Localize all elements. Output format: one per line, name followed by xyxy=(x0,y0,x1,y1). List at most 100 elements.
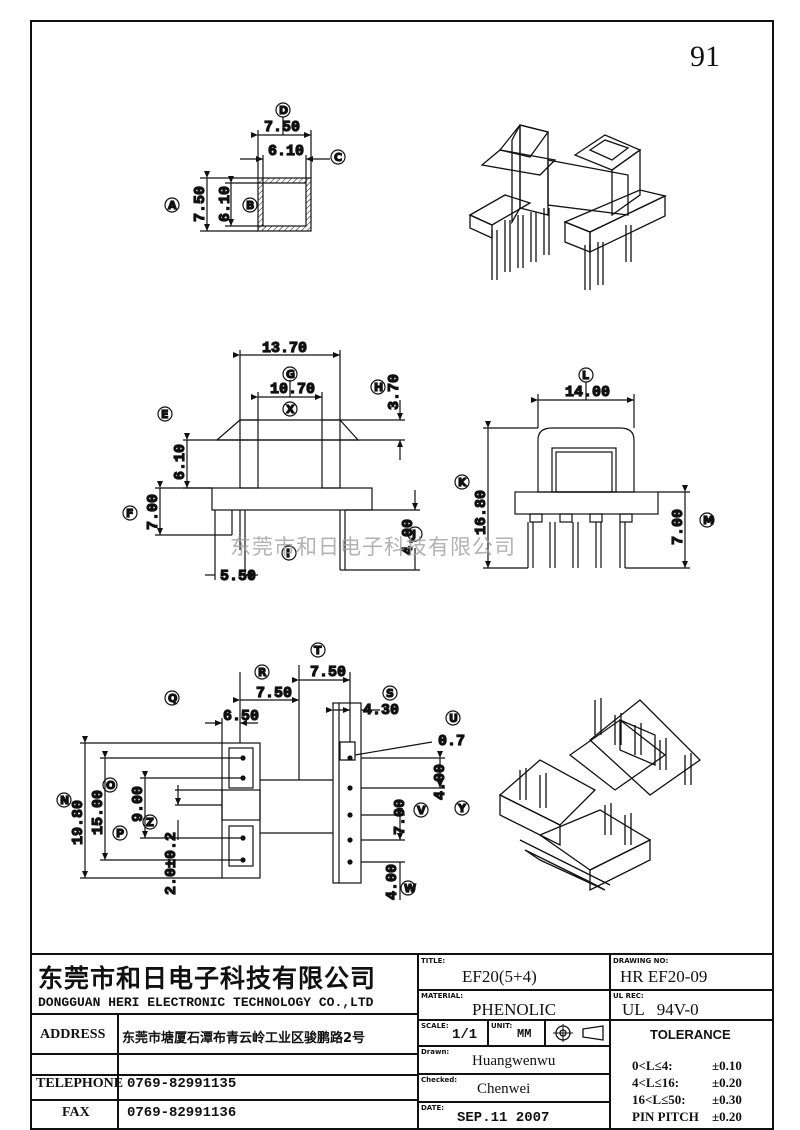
label-m: M xyxy=(699,512,715,528)
drawn-caption: Drawn: xyxy=(421,1048,450,1056)
label-g: G xyxy=(282,366,298,382)
company-name-en: DONGGUAN HERI ELECTRONIC TECHNOLOGY CO.,… xyxy=(38,995,374,1010)
svg-text:L: L xyxy=(582,369,589,382)
view-cross-section xyxy=(200,117,330,232)
svg-text:Q: Q xyxy=(168,692,177,705)
svg-text:T: T xyxy=(314,644,322,657)
svg-text:K: K xyxy=(458,476,467,489)
label-d: D xyxy=(275,102,291,118)
dim-d22: 9.00 xyxy=(130,786,147,822)
label-c: C xyxy=(330,149,346,165)
dim-d23: 2.0±0.2 xyxy=(163,832,180,895)
dim-d1: 7.50 xyxy=(264,119,300,136)
label-t: T xyxy=(310,642,326,658)
label-o: O xyxy=(102,777,118,793)
label-n: N xyxy=(56,792,72,808)
view-bottom xyxy=(80,665,445,900)
label-x: X xyxy=(282,401,298,417)
svg-text:I: I xyxy=(286,547,290,560)
tolerance-range-3: PIN PITCH xyxy=(632,1109,699,1124)
dim-d2: 6.10 xyxy=(268,143,304,160)
svg-text:C: C xyxy=(334,151,342,164)
label-i: I xyxy=(281,545,297,561)
dim-d17: 6.50 xyxy=(223,708,259,725)
label-l: L xyxy=(578,367,594,383)
label-z: Z xyxy=(142,814,158,830)
projection-symbol xyxy=(553,1024,604,1042)
view-side xyxy=(483,382,690,569)
label-v: V xyxy=(413,802,429,818)
label-f: F xyxy=(122,505,138,521)
dim-d14: 7.00 xyxy=(670,509,687,545)
tolerance-title: TOLERANCE xyxy=(650,1027,731,1042)
dim-d20: 19.80 xyxy=(70,800,87,845)
svg-text:H: H xyxy=(374,381,383,394)
title-caption: TITLE: xyxy=(421,957,446,965)
dim-d18: 4.30 xyxy=(363,702,399,719)
svg-text:J: J xyxy=(411,528,416,541)
view-front xyxy=(155,350,420,580)
label-a: A xyxy=(164,197,180,213)
material-value: PHENOLIC xyxy=(472,1000,557,1019)
fax-label: FAX xyxy=(62,1105,90,1120)
svg-text:G: G xyxy=(286,368,295,381)
checked-value: Chenwei xyxy=(477,1081,531,1097)
view-isometric-bottom xyxy=(498,698,702,892)
watermark: 东莞市和日电子科技有限公司 xyxy=(230,535,516,559)
telephone-label: TELEPHONE xyxy=(36,1076,124,1091)
drawn-value: Huangwenwu xyxy=(472,1053,556,1069)
date-caption: DATE: xyxy=(421,1104,445,1112)
ul-caption: UL REC: xyxy=(613,992,644,1000)
svg-text:Z: Z xyxy=(146,816,154,829)
company-name-cn: 东莞市和日电子科技有限公司 xyxy=(38,964,377,993)
svg-text:V: V xyxy=(417,804,426,817)
dim-d13: 16.80 xyxy=(473,490,490,535)
fax-value: 0769-82991136 xyxy=(127,1105,237,1121)
dim-d12: 14.00 xyxy=(565,384,610,401)
scale-caption: SCALE: xyxy=(421,1022,449,1030)
tolerance-value-2: ±0.30 xyxy=(712,1092,742,1107)
dim-d15: 7.50 xyxy=(256,685,292,702)
ul-value: UL 94V-0 xyxy=(622,1000,699,1019)
svg-text:O: O xyxy=(106,779,115,792)
dim-d7: 3.70 xyxy=(386,374,403,410)
svg-text:U: U xyxy=(449,712,458,725)
label-w: W xyxy=(400,880,417,896)
address-value: 东莞市塘厦石潭布青云岭工业区骏鹏路2号 xyxy=(122,1031,366,1046)
svg-text:A: A xyxy=(168,199,177,212)
scale-value: 1/1 xyxy=(452,1027,478,1043)
dim-d5: 13.70 xyxy=(262,340,307,357)
svg-text:E: E xyxy=(161,408,169,421)
svg-text:X: X xyxy=(286,403,295,416)
label-y: Y xyxy=(454,800,470,816)
material-caption: MATERIAL: xyxy=(421,992,464,1000)
label-r: R xyxy=(254,664,270,680)
technical-drawing: 7.50 6.10 7.50 6.10 D C A B xyxy=(56,102,715,901)
label-e: E xyxy=(157,406,173,422)
tolerance-range-1: 4<L≤16: xyxy=(632,1075,680,1090)
drawing-no-value: HR EF20-09 xyxy=(620,967,708,986)
svg-text:N: N xyxy=(60,794,69,807)
label-b: B xyxy=(242,197,258,213)
tolerance-value-3: ±0.20 xyxy=(712,1109,742,1124)
date-value: SEP.11 2007 xyxy=(457,1110,550,1126)
unit-value: MM xyxy=(517,1027,532,1041)
dim-d11: 5.50 xyxy=(220,568,256,585)
tolerance-range-0: 0<L≤4: xyxy=(632,1058,673,1073)
dim-d3: 7.50 xyxy=(192,186,209,222)
dim-d25: 4.00 xyxy=(432,764,449,800)
view-isometric-top xyxy=(468,124,667,290)
title-block: 东莞市和日电子科技有限公司 DONGGUAN HERI ELECTRONIC T… xyxy=(32,953,772,1130)
checked-caption: Checked: xyxy=(421,1076,458,1084)
drawing-no-caption: DRAWING NO: xyxy=(613,957,669,965)
tolerance-range-2: 16<L≤50: xyxy=(632,1092,686,1107)
label-k: K xyxy=(454,474,470,490)
page-number: 91 xyxy=(690,40,720,73)
dim-d8: 6.10 xyxy=(172,444,189,480)
svg-text:R: R xyxy=(258,666,267,679)
label-j: J xyxy=(407,526,423,542)
tolerance-value-1: ±0.20 xyxy=(712,1075,742,1090)
label-q: Q xyxy=(164,690,180,706)
svg-text:F: F xyxy=(126,507,134,520)
tolerance-value-0: ±0.10 xyxy=(712,1058,742,1073)
